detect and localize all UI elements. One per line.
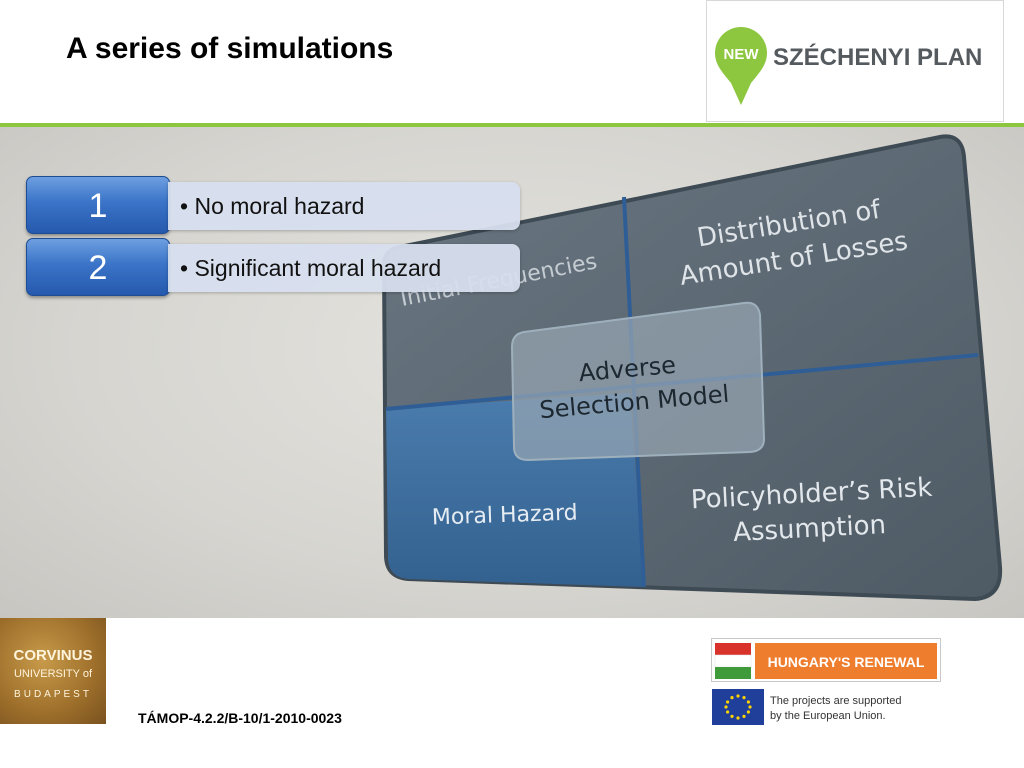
logo-badge-text: NEW [724,46,760,63]
university-line2: UNIVERSITY of [14,668,93,680]
list-number-1: 1 [26,176,170,234]
renewal-text: HUNGARY'S RENEWAL [768,654,925,670]
renewal-banner [755,643,937,679]
flag-green-stripe [715,667,751,679]
bullet: • [180,193,189,219]
flag-red-stripe [715,643,751,655]
moral-hazard-label: Moral Hazard [432,500,579,530]
list-item-text: No moral hazard [194,193,365,219]
university-line3: BUDAPEST [14,689,92,700]
list-item-2: • Significant moral hazard [168,244,520,292]
eu-stars [724,694,752,720]
header-divider [0,123,1024,127]
eu-support-notice: The projects are supported by the Europe… [711,688,941,726]
project-code: TÁMOP-4.2.2/B-10/1-2010-0023 [138,710,342,726]
list-item-text: Significant moral hazard [194,255,442,281]
flag-white-stripe [714,654,752,668]
bullet: • [180,255,189,281]
slide-title: A series of simulations [66,32,394,65]
list-item-1: • No moral hazard [168,182,520,230]
map-pin-icon [715,27,767,105]
center-box [510,301,766,462]
list-number-2: 2 [26,238,170,296]
corvinus-university-logo: CORVINUS UNIVERSITY of BUDAPEST [0,618,106,724]
university-line1: CORVINUS [14,647,93,664]
hungarys-renewal-logo: HUNGARY'S RENEWAL [711,638,941,682]
eu-text-line2: by the European Union. [770,710,886,722]
eu-text-line1: The projects are supported [770,695,901,707]
logo-name-text: SZÉCHENYI PLAN [773,43,982,71]
szechenyi-plan-logo: NEW SZÉCHENYI PLAN [706,0,1004,122]
